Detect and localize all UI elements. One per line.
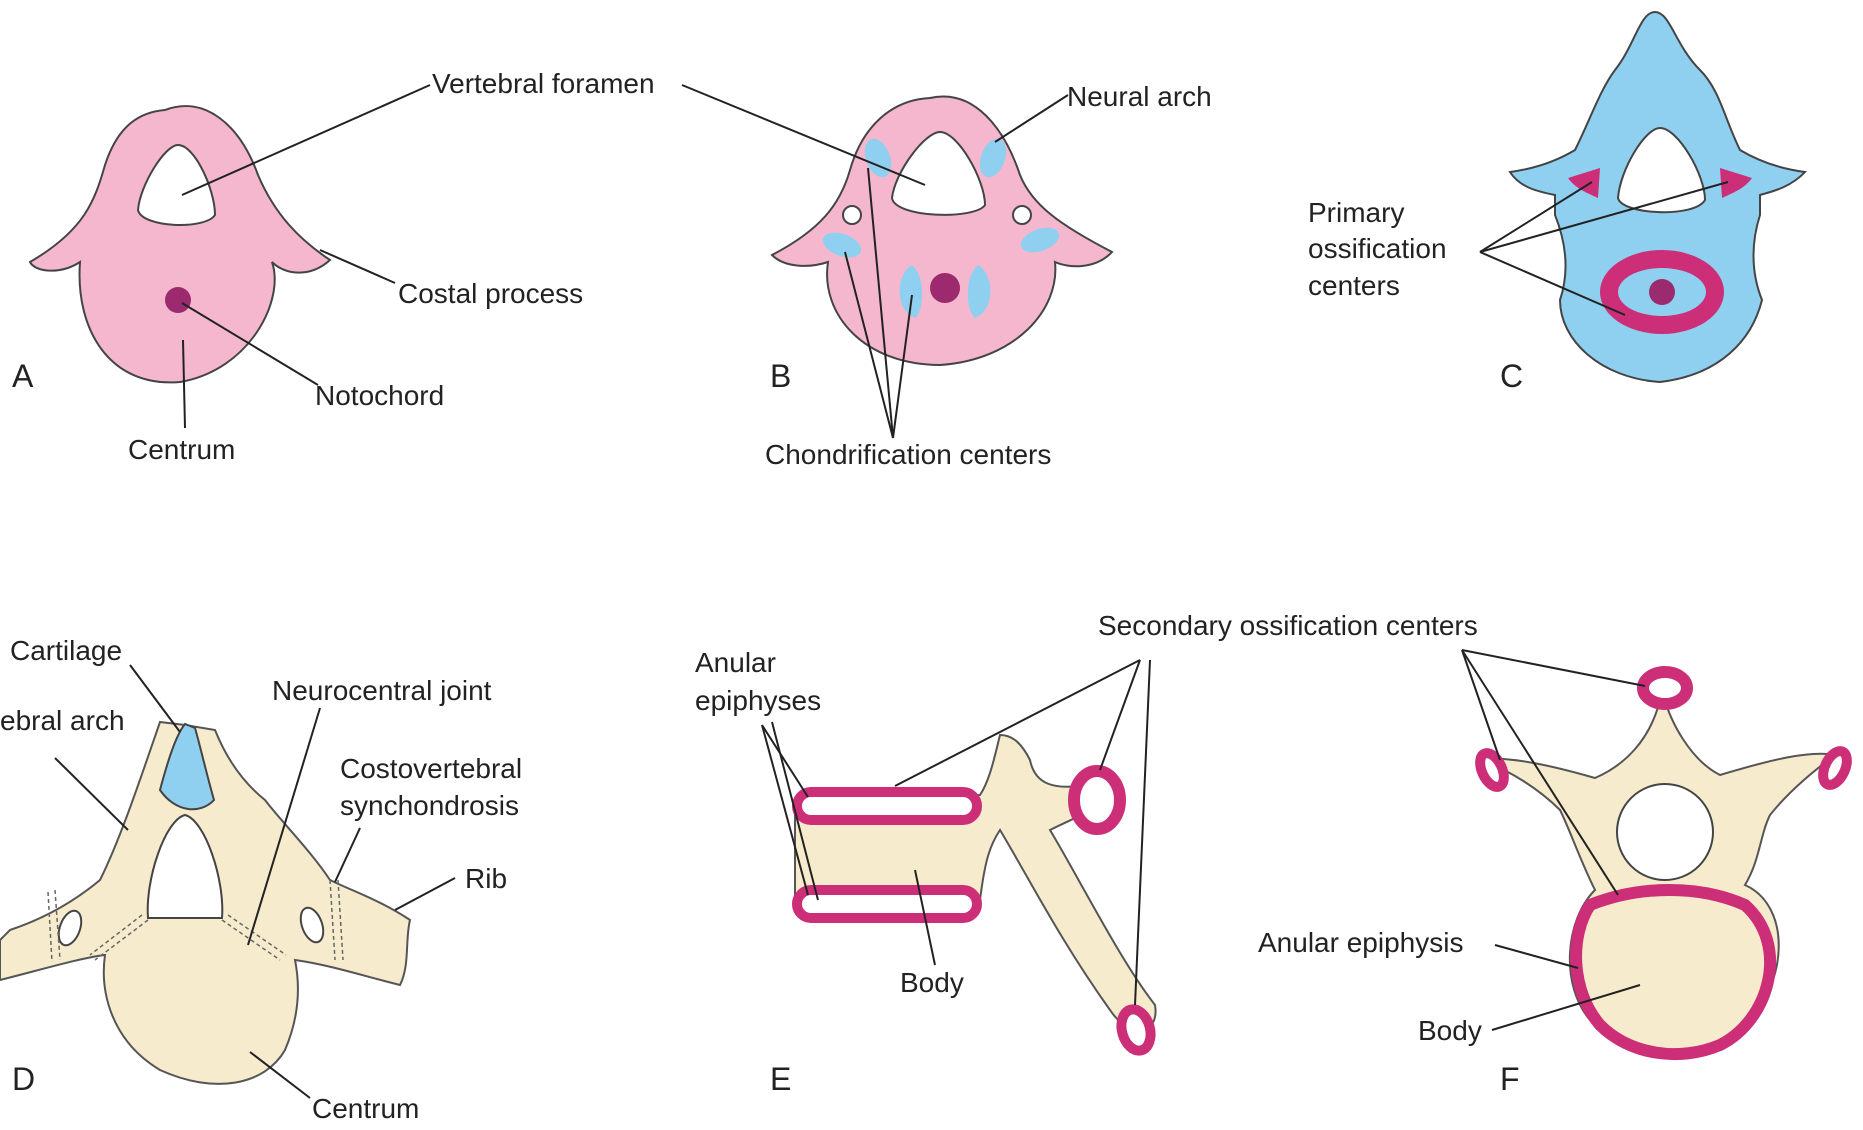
panel-f-vertebral-foramen	[1617, 784, 1713, 880]
panel-f: Anular epiphysis Body F	[1258, 650, 1852, 1097]
panel-f-anular-leader	[1495, 945, 1578, 968]
panel-b-foramen-left-small	[843, 206, 861, 224]
panel-f-secondary-leader	[1462, 650, 1645, 686]
label-cartilage: Cartilage	[10, 635, 122, 666]
label-primary-ossification-2: ossification	[1308, 233, 1447, 264]
label-body-f: Body	[1418, 1015, 1482, 1046]
label-primary-ossification-3: centers	[1308, 270, 1400, 301]
panel-e-secondary-ossification-transverse	[1074, 771, 1120, 829]
panel-d-arch-leader	[55, 758, 128, 830]
panel-a-costal-leader	[320, 250, 395, 283]
panel-letter-c: C	[1500, 358, 1523, 394]
panel-d-cartilage-leader	[130, 665, 180, 732]
label-centrum-d: Centrum	[312, 1093, 419, 1124]
panel-c: Primary ossification centers C	[1308, 12, 1805, 394]
panel-b-notochord	[930, 273, 960, 303]
label-primary-ossification-1: Primary	[1308, 197, 1404, 228]
panel-d-costovertebral-leader	[335, 828, 360, 882]
label-notochord: Notochord	[315, 380, 444, 411]
label-rib: Rib	[465, 863, 507, 894]
label-chondrification-centers: Chondrification centers	[765, 439, 1051, 470]
panel-f-secondary-ossification-left	[1475, 749, 1508, 790]
panel-c-notochord	[1649, 279, 1675, 305]
label-centrum-a: Centrum	[128, 434, 235, 465]
label-secondary-ossification-centers: Secondary ossification centers	[1098, 610, 1478, 641]
panel-e: Anular epiphyses Secondary ossification …	[695, 610, 1478, 1097]
panel-a-notochord	[165, 287, 191, 313]
panel-letter-b: B	[770, 358, 791, 394]
panel-f-secondary-leader	[1462, 650, 1500, 760]
panel-b: Neural arch Chondrification centers B	[682, 81, 1212, 470]
panel-f-anular-epiphysis	[1576, 890, 1770, 1054]
label-costovertebral-1: Costovertebral	[340, 753, 522, 784]
panel-d-rib-leader	[395, 878, 455, 910]
label-vertebral-arch: ebral arch	[0, 705, 125, 736]
label-anular-epiphyses-2: epiphyses	[695, 685, 821, 716]
label-body-e: Body	[900, 967, 964, 998]
panel-letter-e: E	[770, 1061, 791, 1097]
label-anular-epiphysis: Anular epiphysis	[1258, 927, 1463, 958]
panel-a: Vertebral foramen Costal process Notocho…	[12, 68, 655, 465]
label-costovertebral-2: synchondrosis	[340, 790, 519, 821]
label-anular-epiphyses-1: Anular	[695, 647, 776, 678]
panel-e-anular-leader	[762, 725, 808, 797]
panel-f-secondary-ossification-spinous	[1643, 672, 1687, 704]
panel-letter-d: D	[12, 1061, 35, 1097]
panel-letter-f: F	[1500, 1061, 1520, 1097]
label-costal-process: Costal process	[398, 278, 583, 309]
panel-e-anular-epiphysis-top	[797, 792, 977, 820]
panel-letter-a: A	[12, 358, 34, 394]
label-vertebral-foramen: Vertebral foramen	[432, 68, 655, 99]
panel-b-foramen-right-small	[1013, 206, 1031, 224]
label-neurocentral-joint: Neurocentral joint	[272, 675, 492, 706]
label-neural-arch: Neural arch	[1067, 81, 1212, 112]
panel-e-secondary-leader	[1135, 660, 1150, 1005]
panel-b-neural-arch-leader	[995, 95, 1068, 142]
panel-e-anular-epiphysis-bottom	[797, 890, 977, 918]
panel-d: Cartilage ebral arch Neurocentral joint …	[0, 635, 522, 1124]
